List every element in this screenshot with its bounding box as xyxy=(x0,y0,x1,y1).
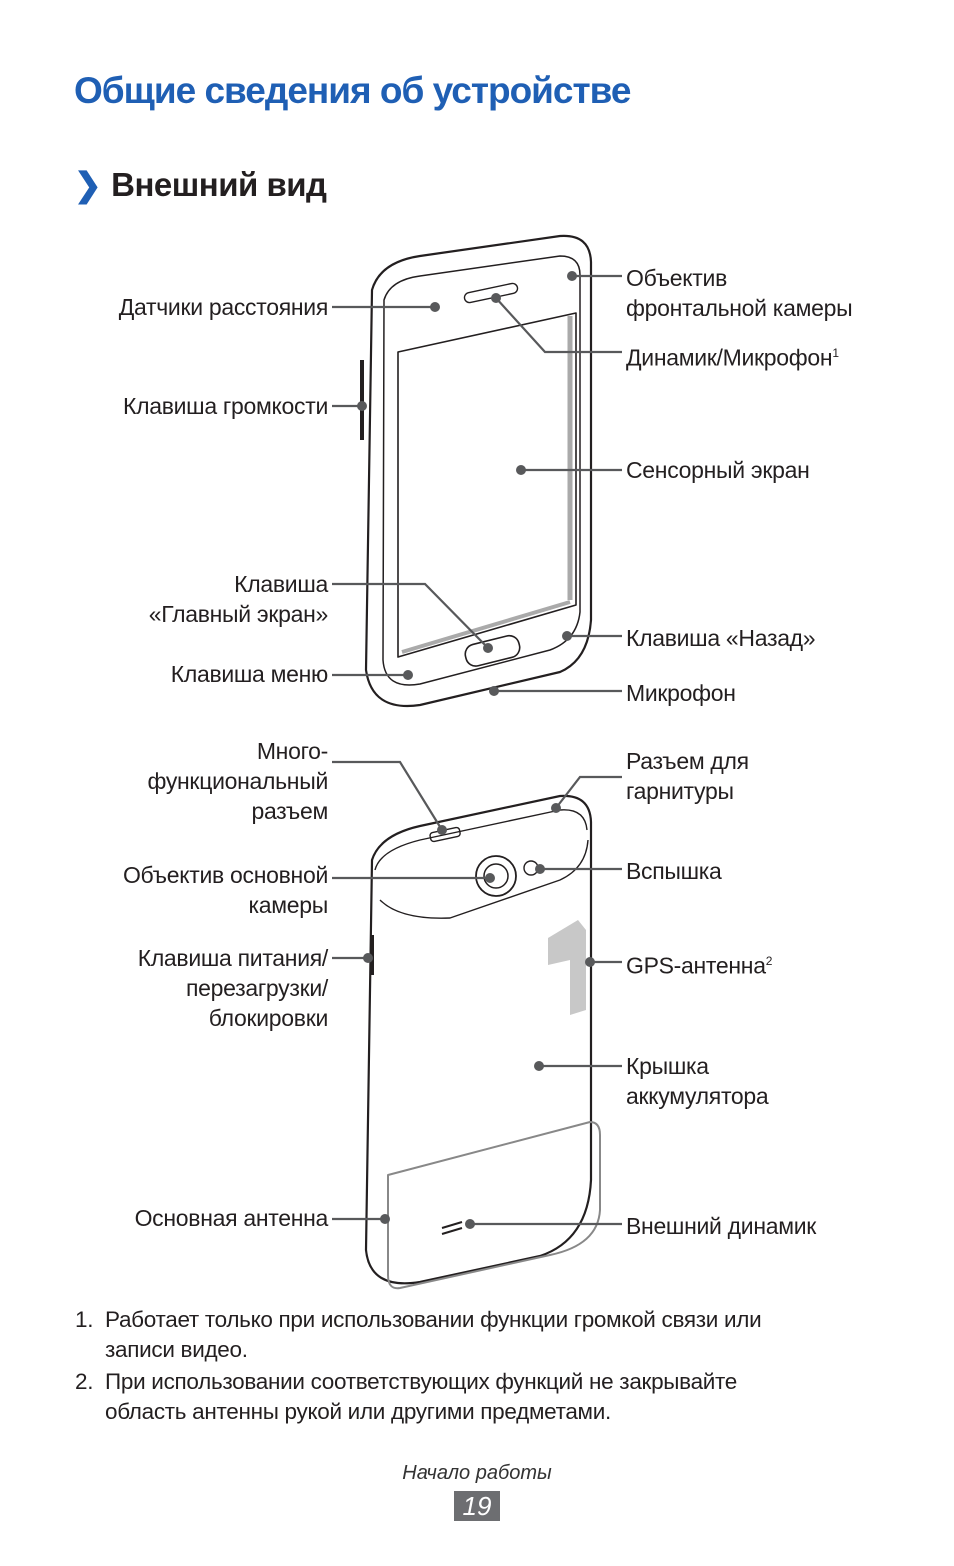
footnote-1: 1. Работает только при использовании функ… xyxy=(75,1305,762,1362)
label-touchscreen: Сенсорный экран xyxy=(626,457,810,483)
front-phone-body xyxy=(364,234,593,708)
leader-dots xyxy=(357,271,595,1229)
label-line: Много- xyxy=(256,738,328,764)
label-line: перезагрузки/ xyxy=(185,975,328,1001)
footnote-text: Работает только при использовании функци… xyxy=(105,1307,762,1332)
label-line: фронтальной камеры xyxy=(626,295,853,321)
label-line: Объектив основной xyxy=(122,862,328,888)
section-heading: ❯Внешний вид xyxy=(74,165,327,204)
label-text: Динамик/Микрофон xyxy=(626,344,833,371)
label-front-camera: Объектив фронтальной камеры xyxy=(626,263,853,323)
page-title: Общие сведения об устройстве xyxy=(74,70,631,111)
leader-lines xyxy=(332,274,622,1226)
footer-section-name: Начало работы xyxy=(402,1462,552,1484)
section-title: Внешний вид xyxy=(111,166,327,203)
footnote-ref: 2 xyxy=(765,954,773,968)
footnote-text: область антенны рукой или другими предме… xyxy=(105,1399,611,1424)
label-line: Разъем для xyxy=(626,748,749,774)
label-line: блокировки xyxy=(208,1005,329,1031)
home-key-shape xyxy=(464,634,521,667)
antenna-area-outline xyxy=(387,1121,601,1290)
label-menu-key: Клавиша меню xyxy=(170,661,329,687)
label-speaker-mic: Динамик/Микрофон1 xyxy=(626,338,839,373)
label-gps-antenna: GPS-антенна2 xyxy=(626,946,772,981)
label-proximity-sensors: Датчики расстояния xyxy=(118,294,329,320)
footnote-text: При использовании соответствующих функци… xyxy=(105,1369,738,1394)
label-home-key: Клавиша «Главный экран» xyxy=(148,569,329,629)
label-line: гарнитуры xyxy=(626,778,734,804)
footnote-number: 1. xyxy=(75,1307,94,1332)
label-volume-key: Клавиша громкости xyxy=(123,393,328,419)
label-line: камеры xyxy=(248,892,329,918)
label-line: аккумулятора xyxy=(626,1083,769,1109)
front-phone-bezel xyxy=(382,255,581,686)
footnote-ref: 1 xyxy=(832,346,839,360)
footnote-2: 2. При использовании соответствующих функ… xyxy=(75,1367,737,1424)
label-microphone: Микрофон xyxy=(626,680,736,706)
label-line: Крышка xyxy=(626,1053,709,1079)
label-multifunction-jack: Много-функциональный разъем xyxy=(147,736,328,826)
footnote-number: 2. xyxy=(75,1369,94,1394)
label-line: Клавиша питания/ xyxy=(137,945,329,971)
label-main-antenna: Основная антенна xyxy=(134,1205,329,1231)
label-flash: Вспышка xyxy=(626,858,722,884)
label-text: GPS-антенна xyxy=(626,952,766,979)
label-battery-cover: Крышка аккумулятора xyxy=(626,1051,769,1111)
main-camera-shape xyxy=(475,855,517,897)
chevron-right-icon: ❯ xyxy=(74,166,102,203)
label-back-key: Клавиша «Назад» xyxy=(626,625,816,651)
label-line: «Главный экран» xyxy=(148,601,329,627)
page-number: 19 xyxy=(454,1491,500,1521)
footnote-text: записи видео. xyxy=(105,1337,248,1362)
label-power-key: Клавиша питания/перезагрузки/блокировки xyxy=(137,943,329,1033)
label-speaker: Внешний динамик xyxy=(626,1213,817,1239)
label-headset-jack: Разъем для гарнитуры xyxy=(626,746,749,806)
label-line: Объектив xyxy=(626,265,727,291)
label-line: функциональный xyxy=(147,768,328,794)
label-line: Клавиша xyxy=(234,571,328,597)
front-screen xyxy=(397,312,577,658)
label-main-camera: Объектив основной камеры xyxy=(123,860,328,920)
label-line: разъем xyxy=(251,798,328,824)
